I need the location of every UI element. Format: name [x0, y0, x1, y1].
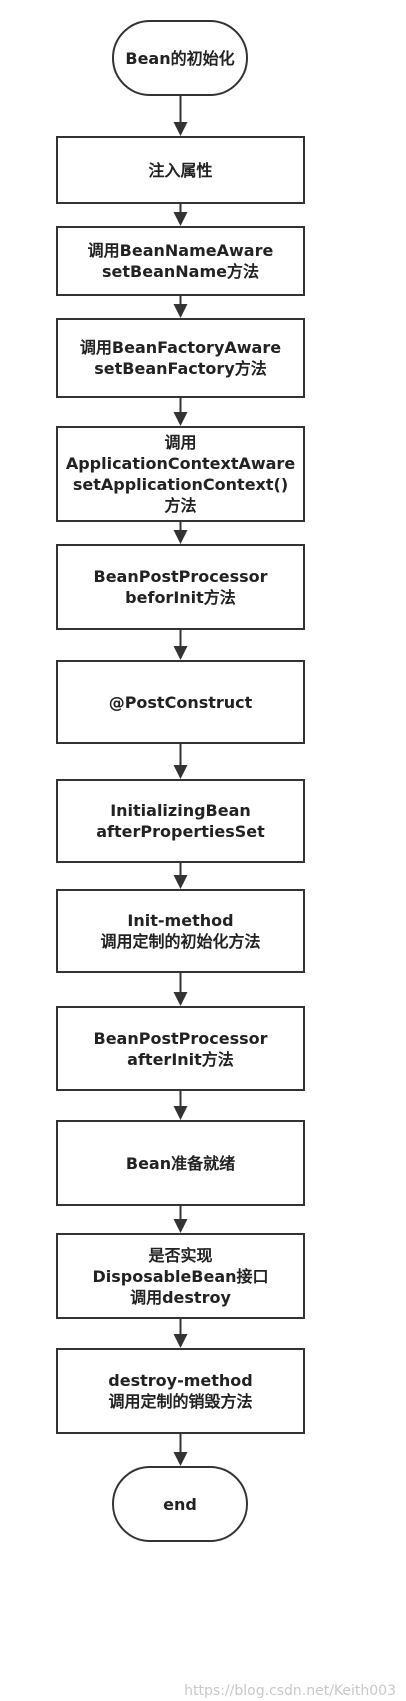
arrow-connector [173, 1091, 188, 1120]
node-end: end [112, 1466, 248, 1542]
arrow-connector [173, 296, 188, 318]
node-post-processor-before-init: BeanPostProcessor beforInit方法 [56, 544, 305, 630]
arrow-connector [173, 96, 188, 136]
node-inject-properties: 注入属性 [56, 136, 305, 204]
arrow-connector [173, 630, 188, 660]
arrow-connector [173, 863, 188, 889]
node-bean-init-start: Bean的初始化 [112, 20, 248, 96]
node-bean-ready: Bean准备就绪 [56, 1120, 305, 1206]
arrow-connector [173, 1319, 188, 1348]
node-init-method: Init-method 调用定制的初始化方法 [56, 889, 305, 973]
watermark: https://blog.csdn.net/Keith003 [184, 1683, 396, 1699]
arrow-connector [173, 744, 188, 779]
node-destroy-method: destroy-method 调用定制的销毁方法 [56, 1348, 305, 1434]
node-application-context-aware: 调用 ApplicationContextAware setApplicatio… [56, 426, 305, 522]
arrow-connector [173, 204, 188, 226]
arrow-connector [173, 1434, 188, 1466]
arrow-connector [173, 522, 188, 544]
node-disposable-bean: 是否实现 DisposableBean接口 调用destroy [56, 1233, 305, 1319]
node-bean-name-aware: 调用BeanNameAware setBeanName方法 [56, 226, 305, 296]
node-bean-factory-aware: 调用BeanFactoryAware setBeanFactory方法 [56, 318, 305, 398]
arrow-connector [173, 1206, 188, 1233]
arrow-connector [173, 973, 188, 1006]
node-initializing-bean: InitializingBean afterPropertiesSet [56, 779, 305, 863]
node-post-construct: @PostConstruct [56, 660, 305, 744]
arrow-connector [173, 398, 188, 426]
node-post-processor-after-init: BeanPostProcessor afterInit方法 [56, 1006, 305, 1091]
